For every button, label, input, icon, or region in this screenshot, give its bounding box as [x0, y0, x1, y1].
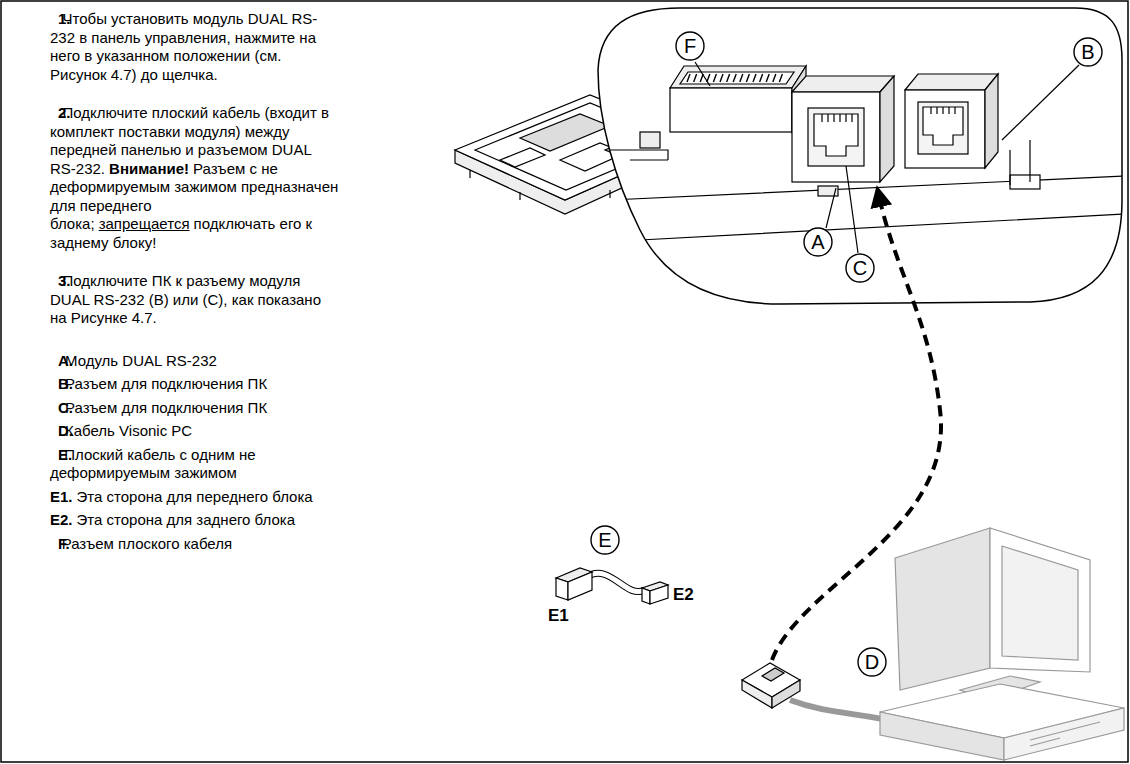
- dual-rs232-module: [792, 76, 894, 196]
- callout-letter: D: [865, 651, 879, 673]
- list-item: D.Кабель Visonic PC: [12, 422, 340, 441]
- item-text: Кабель Visonic PC: [65, 422, 192, 439]
- item-text: Модуль DUAL RS-232: [65, 352, 217, 369]
- item-text: Плоский кабель с одним не деформируемым …: [50, 446, 256, 482]
- item-text: Разъем для подключения ПК: [65, 375, 267, 392]
- callout-letter: E: [598, 529, 611, 551]
- connector-pin: [733, 74, 736, 82]
- personal-computer: [880, 528, 1124, 760]
- list-item: 2.Подключите плоский кабель (входит в ко…: [12, 104, 340, 252]
- connector-pin: [720, 74, 723, 82]
- item-text: Эта сторона для заднего блока: [77, 511, 295, 528]
- item-text: Подключите плоский кабель (входит в комп…: [50, 104, 329, 177]
- callout-circle: D: [857, 647, 887, 677]
- callout-circle: B: [1073, 37, 1103, 67]
- ribbon-connector: [640, 66, 806, 148]
- list-item: E.Плоский кабель с одним не деформируемы…: [12, 446, 340, 483]
- list-item: C.Разъем для подключения ПК: [12, 399, 340, 418]
- callout-circle: A: [803, 227, 833, 257]
- item-text: запрещается: [99, 215, 190, 232]
- connector-pin: [727, 74, 730, 82]
- part-label: E2: [673, 585, 694, 605]
- callout-letter: C: [853, 257, 867, 279]
- item-text: Разъем плоского кабеля: [62, 535, 232, 552]
- list-item: 3.Подключите ПК к разъему модуля DUAL RS…: [12, 272, 340, 328]
- part-label: E1: [548, 606, 569, 626]
- ribbon-cable: [556, 568, 668, 604]
- callout-circle: C: [845, 253, 875, 283]
- item-number: E2.: [50, 511, 73, 528]
- connector-pin: [760, 74, 763, 82]
- list-item: E2.Эта сторона для заднего блока: [12, 511, 340, 530]
- connector-pin: [740, 74, 743, 82]
- callout-letter: B: [1081, 41, 1094, 63]
- item-text: Разъем для подключения ПК: [65, 399, 267, 416]
- callout-letter: F: [684, 35, 696, 57]
- list-item: 1.Чтобы установить модуль DUAL RS-232 в …: [12, 10, 340, 84]
- list-item: E1.Эта сторона для переднего блока: [12, 488, 340, 507]
- connector-pin: [746, 74, 749, 82]
- board-part: [1010, 175, 1040, 189]
- list-item: F.Разъем плоского кабеля: [12, 535, 340, 554]
- zoom-inset: [598, 8, 1122, 304]
- list-item: B.Разъем для подключения ПК: [12, 375, 340, 394]
- connector-pin: [713, 74, 716, 82]
- item-text: Подключите ПК к разъему модуля DUAL RS-2…: [50, 272, 321, 326]
- connector-pin: [694, 74, 697, 82]
- item-text: Внимание!: [109, 160, 189, 177]
- list-item: A.Модуль DUAL RS-232: [12, 352, 340, 371]
- connector-pin: [753, 74, 756, 82]
- connector-pin: [773, 74, 776, 82]
- item-number: E1.: [50, 488, 73, 505]
- connector-pin: [779, 74, 782, 82]
- instructions: 1.Чтобы установить модуль DUAL RS-232 в …: [12, 4, 340, 553]
- item-text: Эта сторона для переднего блока: [77, 488, 313, 505]
- pc-connector: [905, 74, 1030, 185]
- rj-plug: [742, 663, 800, 708]
- callout-letter: A: [811, 231, 824, 253]
- connector-pin: [766, 74, 769, 82]
- callout-circle: F: [675, 31, 705, 61]
- connector-pin: [687, 74, 690, 82]
- item-text: Чтобы установить модуль DUAL RS-232 в па…: [50, 10, 317, 83]
- callout-circle: E: [590, 525, 620, 555]
